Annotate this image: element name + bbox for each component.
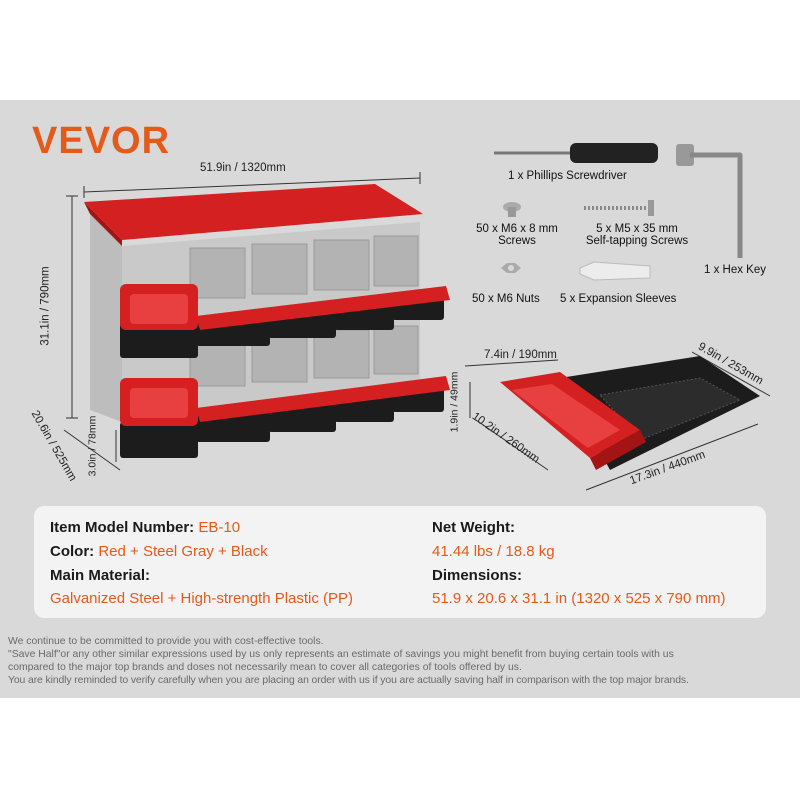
material-value: Galvanized Steel + High-strength Plastic… xyxy=(50,590,354,607)
brand-logo: VEVOR xyxy=(32,120,171,162)
screwdriver-icon xyxy=(494,143,658,163)
dimensions-label: Dimensions: xyxy=(432,567,523,584)
hex-key-label: 1 x Hex Key xyxy=(704,264,766,276)
disclaimer-line: "Save Half"or any other similar expressi… xyxy=(8,649,674,660)
nut-label: 50 x M6 Nuts xyxy=(472,293,540,305)
weight-value: 41.44 lbs / 18.8 kg xyxy=(432,543,555,560)
material-label: Main Material: xyxy=(50,567,151,584)
height-dimension: 31.1in / 790mm xyxy=(39,266,52,346)
detached-tray xyxy=(500,356,760,470)
disclaimer-line: You are kindly reminded to verify carefu… xyxy=(8,675,689,686)
hex-key-icon xyxy=(676,144,743,258)
expansion-sleeve-icon xyxy=(579,261,651,281)
screwdriver-label: 1 x Phillips Screwdriver xyxy=(508,170,627,182)
bolt-icon xyxy=(503,202,521,217)
tray-width-dimension: 7.4in / 190mm xyxy=(484,349,557,361)
disclaimer-line: compared to the major top brands and dos… xyxy=(8,662,522,673)
expansion-sleeve-label: 5 x Expansion Sleeves xyxy=(560,293,677,305)
nut-icon xyxy=(501,263,521,273)
color-label: Color: Red + Steel Gray + Black xyxy=(50,543,268,560)
spec-card: Item Model Number: EB-10 Color: Red + St… xyxy=(34,506,766,618)
upper-trays xyxy=(120,284,450,358)
weight-label: Net Weight: xyxy=(432,519,516,536)
side-panel xyxy=(90,214,122,422)
width-dimension: 51.9in / 1320mm xyxy=(200,162,286,174)
lower-trays xyxy=(120,376,450,458)
screw-icon xyxy=(584,200,654,216)
dimensions-value: 51.9 x 20.6 x 31.1 in (1320 x 525 x 790 … xyxy=(432,590,726,607)
model-value: EB-10 xyxy=(198,519,241,536)
leg-dimension: 3.0in / 78mm xyxy=(86,415,99,477)
model-label: Item Model Number: EB-10 xyxy=(50,519,241,536)
disclaimer-line: We continue to be committed to provide y… xyxy=(8,636,324,647)
tray-height-dimension: 1.9in / 49mm xyxy=(448,371,461,433)
dimension-lines xyxy=(63,172,771,491)
color-value: Red + Steel Gray + Black xyxy=(98,543,268,560)
roof xyxy=(84,184,423,240)
